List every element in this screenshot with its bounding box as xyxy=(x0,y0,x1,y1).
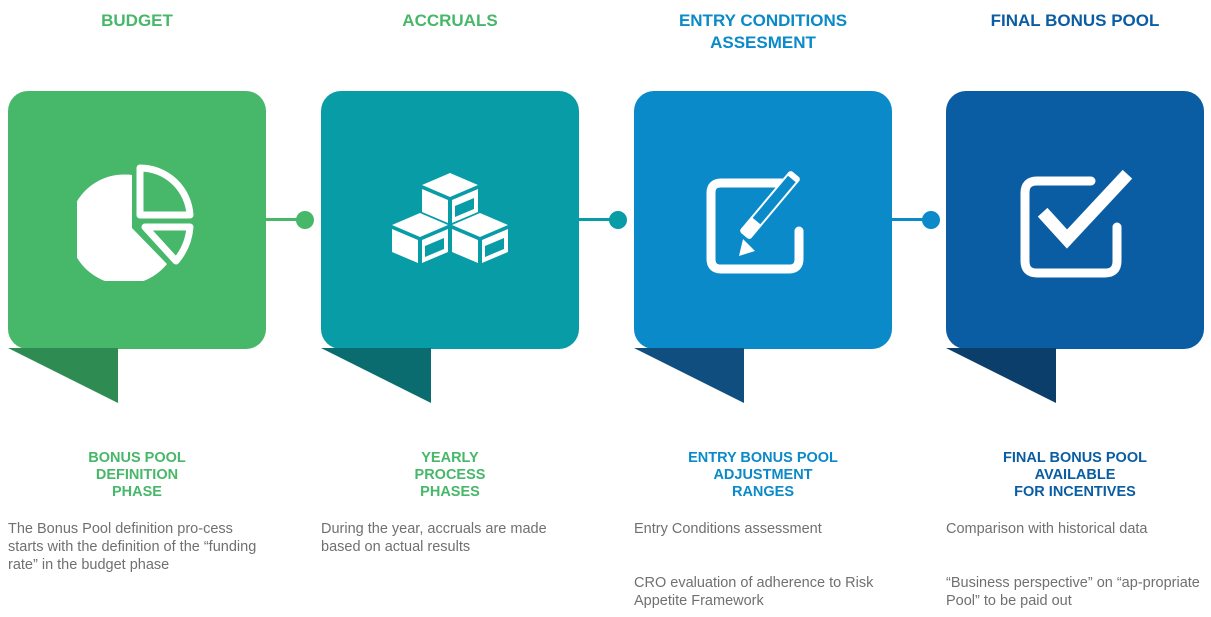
step-card xyxy=(946,91,1204,349)
step-description: During the year, accruals are made based… xyxy=(321,521,547,555)
step-final-bonus-pool: FINAL BONUS POOL FINAL BONUS POOL AVAILA… xyxy=(946,0,1204,617)
subtitle-line: DEFINITION xyxy=(95,467,179,483)
step-entry-conditions: ENTRY CONDITIONS ASSESMENT ENTRY BONUS P… xyxy=(634,0,892,617)
subtitle-line: PROCESS xyxy=(414,467,486,483)
step-subtitle: YEARLY PROCESS PHASES xyxy=(321,450,579,501)
step-title: BUDGET xyxy=(101,11,173,30)
connector-dot xyxy=(296,211,314,229)
step-subtitle: BONUS POOL DEFINITION PHASE xyxy=(8,450,266,501)
step-description: The Bonus Pool definition pro-cess start… xyxy=(8,521,257,573)
connector-line xyxy=(892,218,930,221)
connector xyxy=(266,211,314,229)
connector-line xyxy=(579,218,617,221)
card-tail xyxy=(634,348,744,403)
card-tail xyxy=(946,348,1056,403)
subtitle-line: PHASE xyxy=(112,484,162,500)
checkbox-icon xyxy=(1020,169,1133,278)
connector-line xyxy=(266,218,304,221)
step-card xyxy=(321,91,579,349)
subtitle-line: FOR INCENTIVES xyxy=(1014,484,1136,500)
connector-dot xyxy=(922,211,940,229)
connector-dot xyxy=(609,211,627,229)
step-budget: BUDGET BONUS POOL DEFINITION PHASE The B… xyxy=(8,0,266,617)
step-card xyxy=(8,91,266,349)
step-description: Entry Conditions assessment xyxy=(634,521,822,537)
subtitle-line: ADJUSTMENT xyxy=(713,467,813,483)
subtitle-line: FINAL BONUS POOL xyxy=(1003,450,1147,466)
card-tail xyxy=(8,348,118,403)
title-line: ASSESMENT xyxy=(710,33,816,52)
step-title: ACCRUALS xyxy=(402,11,498,30)
step-subtitle: ENTRY BONUS POOL ADJUSTMENT RANGES xyxy=(634,450,892,501)
subtitle-line: AVAILABLE xyxy=(1034,467,1116,483)
step-description: CRO evaluation of adherence to Risk Appe… xyxy=(634,575,874,609)
subtitle-line: RANGES xyxy=(731,484,795,500)
step-title: ENTRY CONDITIONS ASSESMENT xyxy=(634,10,892,54)
step-card xyxy=(634,91,892,349)
step-description: “Business perspective” on “ap-propriate … xyxy=(946,575,1200,609)
card-tail xyxy=(321,348,431,403)
cubes-icon xyxy=(392,173,508,263)
step-title: FINAL BONUS POOL xyxy=(990,11,1160,30)
title-line: ENTRY CONDITIONS xyxy=(678,11,848,30)
connector xyxy=(892,211,940,229)
subtitle-line: YEARLY xyxy=(421,450,479,466)
pie-chart-icon xyxy=(77,164,194,281)
edit-pencil-icon xyxy=(706,171,804,274)
step-subtitle: FINAL BONUS POOL AVAILABLE FOR INCENTIVE… xyxy=(946,450,1204,501)
subtitle-line: PHASES xyxy=(420,484,480,500)
subtitle-line: BONUS POOL xyxy=(88,450,186,466)
step-description: Comparison with historical data xyxy=(946,521,1148,537)
step-accruals: ACCRUALS xyxy=(321,0,579,617)
connector xyxy=(579,211,627,229)
subtitle-line: ENTRY BONUS POOL xyxy=(688,450,838,466)
